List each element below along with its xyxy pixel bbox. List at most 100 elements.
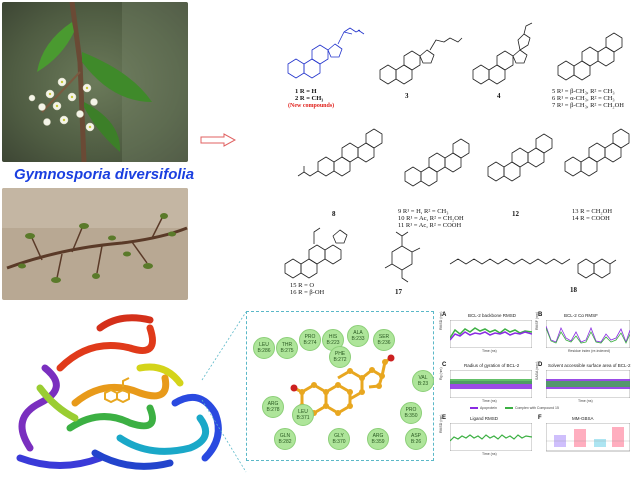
structure-3 [379,37,463,85]
structure-9-11 [404,138,470,187]
panel-e-title: Ligand RMSD [470,416,499,421]
structure-17 [384,231,421,283]
chemical-structures-panel [284,22,630,283]
panel-a-plot [450,320,532,348]
md-panel-e: E Ligand RMSD RMSD (nm) Time (ns) [439,415,534,459]
compound-9-label: 9 R¹ = H, R² = CH₃ [398,208,449,215]
ligand-2d-structure [290,354,395,416]
panel-f-title: MM-GBSA [572,416,594,421]
compound-13-label: 13 R = CH₂OH [572,208,613,215]
panel-c-complex-band [450,379,532,384]
panel-e-ligand-series [450,434,532,442]
new-compounds-label: (New compounds) [288,103,335,109]
panel-letter-d: D [538,362,543,368]
panel-d-complex-band [546,381,630,387]
panel-f-band-3 [594,439,606,447]
md-panel-b: B BCL-2 Cα RMSF RMSF (nm) Residue index … [535,311,632,356]
structure-5-7 [557,32,623,81]
panel-d-xlabel: Time (ns) [578,399,593,403]
legend-complex-swatch [504,407,513,409]
compound-15-label: 15 R = O [290,282,315,289]
compound-11-label: 11 R¹ = Ac, R² = COOH [398,222,462,229]
panel-a-ylabel: RMSD (nm) [439,311,443,330]
compound-4-label: 4 [497,92,501,100]
zoom-connector-lines [201,311,247,473]
compound-7-label: 7 R¹ = β-CH₃, R² = CH₂OH [552,102,624,109]
panel-d-plot [546,370,630,398]
compound-6-label: 6 R¹ = α-CH₃, R² = CH₃ [552,95,615,102]
panel-a-complex-series [450,327,532,339]
panel-letter-a: A [442,312,447,318]
species-name: Gymnosporia diversifolia [14,166,195,183]
md-panel-f: F MM-GBSA [538,415,632,473]
panel-b-complex-series [546,327,630,344]
plant-branch-photo [2,188,188,300]
compound-16-label: 16 R = β-OH [290,289,325,296]
compound-2-label: 2 R = CH₃ [295,95,324,102]
panel-d-ylabel: SASA (nm²) [535,361,539,380]
compound-13-14-caption: 13 R = CH₂OH 14 R = COOH [572,208,612,222]
structure-12 [487,133,553,182]
compound-5-7-caption: 5 R¹ = β-CH₃, R² = CH₃ 6 R¹ = α-CH₃, R² … [552,88,624,109]
interaction-diagram-box [246,311,434,461]
right-arrow-icon [200,133,236,147]
panel-letter-c: C [442,362,447,368]
panel-letter-e: E [442,415,447,421]
compound-1-label: 1 R = H [295,88,317,95]
panel-c-ylabel: Rg (nm) [439,367,443,380]
panel-b-ylabel: RMSF (nm) [535,311,539,330]
panel-d-title: Solvent accessible surface area of BCL-2 [548,363,631,368]
panel-b-plot [546,320,630,348]
compound-10-label: 10 R¹ = Ac, R² = CH₂OH [398,215,464,222]
structure-1-2 [287,27,365,79]
legend-apo-swatch [470,407,478,409]
legend-apo: Apoprotein [470,406,497,410]
structure-13-14 [564,128,630,177]
panel-f-band-2 [574,429,586,447]
panel-a-xlabel: Time (ns) [482,349,497,353]
panel-a-apo-series [450,331,532,341]
compound-9-11-caption: 9 R¹ = H, R² = CH₃ 10 R¹ = Ac, R² = CH₂O… [398,208,464,229]
panel-letter-b: B [538,312,543,318]
compound-3-label: 3 [405,92,409,100]
compound-1-2-caption: 1 R = H 2 R = CH₃ [295,88,323,102]
panel-f-band-4 [612,427,624,447]
compound-8-label: 8 [332,210,336,218]
structure-8 [297,128,383,177]
panel-letter-f: F [538,415,542,421]
panel-c-apo-band [450,381,532,389]
compound-12-label: 12 [512,210,519,218]
panel-b-title: BCL-2 Cα RMSF [564,313,598,318]
panel-e-xlabel: Time (ns) [482,452,497,456]
structure-4 [472,22,533,85]
panel-c-plot [450,370,532,398]
md-panel-a: A BCL-2 backbone RMSD RMSD (nm) Time (ns… [439,311,534,356]
md-panel-d: D Solvent accessible surface area of BCL… [535,361,632,406]
md-panel-c: C Radius of gyration of BCL-2 Rg (nm) Ti… [439,362,534,406]
legend-complex-label: Complex with Compound 15 [514,406,559,410]
compound-5-label: 5 R¹ = β-CH₃, R² = CH₃ [552,88,615,95]
compound-15-16-caption: 15 R = O 16 R = β-OH [290,282,324,296]
compound-17-label: 17 [395,288,402,296]
legend-complex: Complex with Compound 15 [504,406,559,410]
panel-c-xlabel: Time (ns) [482,399,497,403]
legend-apo-label: Apoprotein [480,406,497,410]
panel-b-xlabel: Residue index (re-indexed) [568,349,611,353]
panel-c-title: Radius of gyration of BCL-2 [464,363,520,368]
compound-14-label: 14 R = COOH [572,215,610,222]
panel-e-plot [450,423,532,451]
md-legend: Apoprotein Complex with Compound 15 [470,406,559,410]
